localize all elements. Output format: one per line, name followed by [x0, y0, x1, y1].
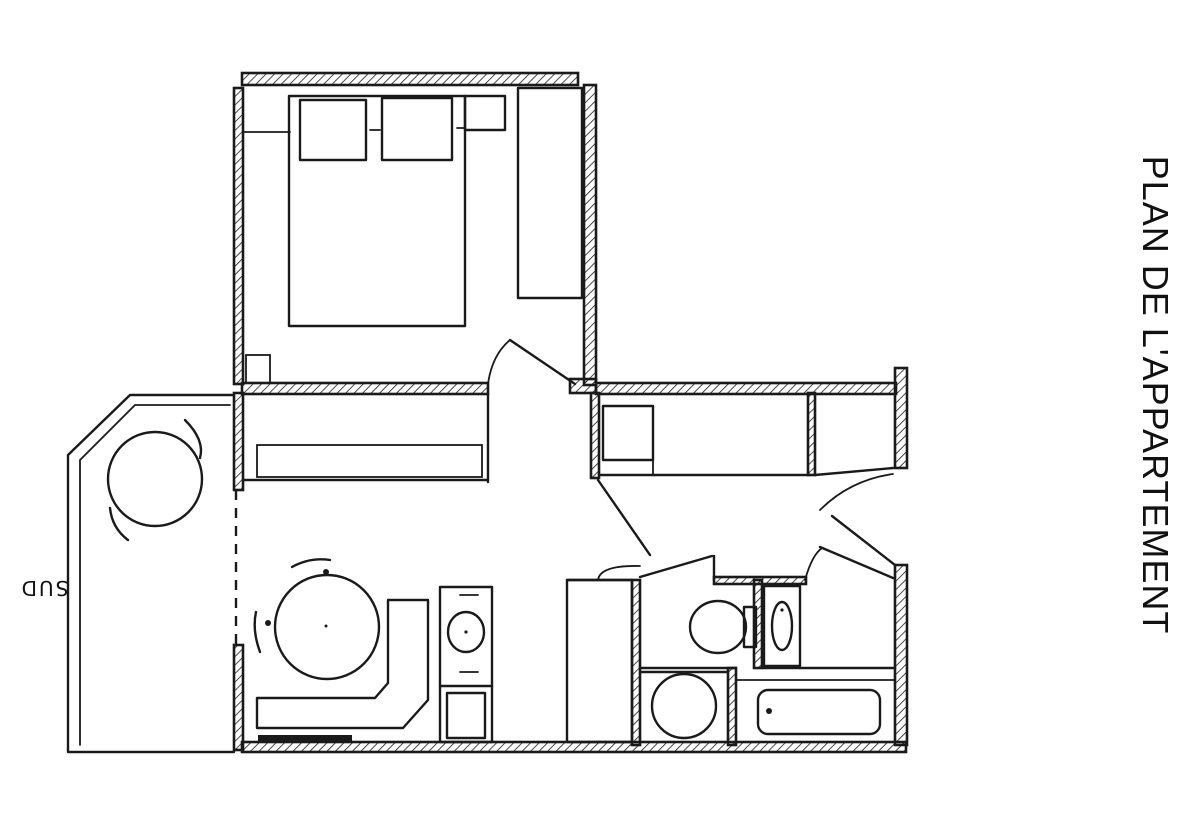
entry-cupboard	[565, 578, 634, 744]
washbasin-unit	[762, 584, 802, 668]
living-area	[253, 478, 652, 744]
wall-right-top	[893, 366, 909, 470]
wall-bottom	[240, 740, 908, 754]
shower-tray	[650, 672, 718, 740]
kitchen-unit	[438, 585, 494, 744]
wall-bedroom-bottom	[240, 381, 490, 396]
wall-bedroom-bottom-stub	[568, 377, 598, 395]
closet-left	[241, 392, 490, 484]
wall-corridor-top	[594, 381, 898, 396]
wc-door	[638, 554, 714, 579]
corridor	[638, 514, 897, 582]
balcony-table	[106, 430, 204, 528]
closet-right	[597, 404, 895, 511]
heater	[258, 735, 352, 743]
pillow-right	[380, 96, 454, 162]
double-bed	[287, 94, 467, 328]
wall-closet2-divider	[806, 391, 817, 477]
wall-closet-left	[232, 391, 245, 492]
wall-bath-divider	[726, 666, 738, 747]
wall-top-bedroom	[240, 71, 580, 87]
plan-title: PLAN DE L'APPARTEMENT	[1135, 155, 1176, 635]
orientation-label: SUD	[19, 576, 69, 600]
wall-bedroom-left	[232, 86, 245, 386]
kitchen-counter	[255, 598, 430, 730]
pillow-left	[298, 98, 368, 162]
walls	[232, 71, 909, 754]
bedroom-door	[508, 338, 577, 386]
bathroom	[638, 584, 897, 740]
wc	[638, 599, 758, 670]
toilet-bowl	[688, 599, 748, 655]
nightstand	[463, 94, 507, 132]
wall-bedroom-right	[582, 83, 598, 387]
toilet-tank	[742, 605, 758, 649]
wardrobe	[516, 86, 584, 300]
kitchen-sink	[446, 610, 486, 654]
living-door	[596, 478, 652, 557]
wall-wc-top	[712, 575, 808, 586]
wall-right-bottom	[893, 563, 909, 747]
dining-table	[273, 573, 381, 681]
bathroom-door	[818, 545, 895, 580]
small-box	[245, 354, 271, 384]
wall-closet2-left	[589, 391, 601, 480]
oven	[445, 691, 487, 740]
bedroom	[242, 86, 584, 386]
balcony	[66, 393, 238, 754]
wall-living-left	[232, 643, 245, 752]
bathtub	[756, 688, 882, 736]
washbasin	[770, 600, 794, 652]
entry-door	[813, 466, 895, 477]
